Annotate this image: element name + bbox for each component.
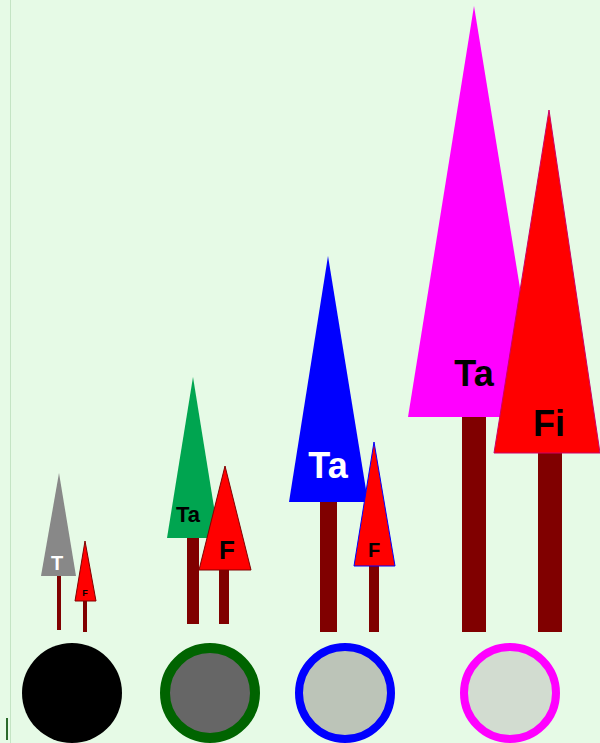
triangle [167,377,219,538]
tree-label: F [219,537,235,563]
triangle [75,541,96,601]
trunk [538,451,562,632]
triangle [494,110,600,453]
tree-crown: Ta [289,256,368,502]
trunk [187,536,199,624]
triangle [41,473,76,576]
triangle [354,442,395,566]
tree-label: Ta [176,504,200,526]
tree-label: Ta [454,356,493,392]
trunk [320,500,337,632]
tree-label: T [51,553,63,573]
panel-edge [10,0,11,743]
tree-label: F [82,589,88,598]
triangle [199,466,251,570]
tree-trunks [57,415,562,632]
tree-crown: F [75,541,96,601]
circle [22,643,122,743]
circle [165,648,255,738]
tree-crown: F [354,442,395,566]
edge-mark [6,718,8,740]
tree-label: F [368,540,380,560]
trunk [219,568,229,624]
trunk [57,574,61,630]
trunk [462,415,486,632]
trunk [369,564,379,632]
trunk [83,599,87,632]
tree-label: Fi [533,406,565,442]
circle [299,647,391,739]
tree-crown: F [199,466,251,570]
triangle-outline [494,110,600,453]
tree-crown: T [41,473,76,576]
tree-crown: Fi [494,110,600,453]
tree-crown: Ta [167,377,219,538]
tree-label: Ta [308,448,347,484]
circle [464,647,556,739]
triangle [289,256,368,502]
